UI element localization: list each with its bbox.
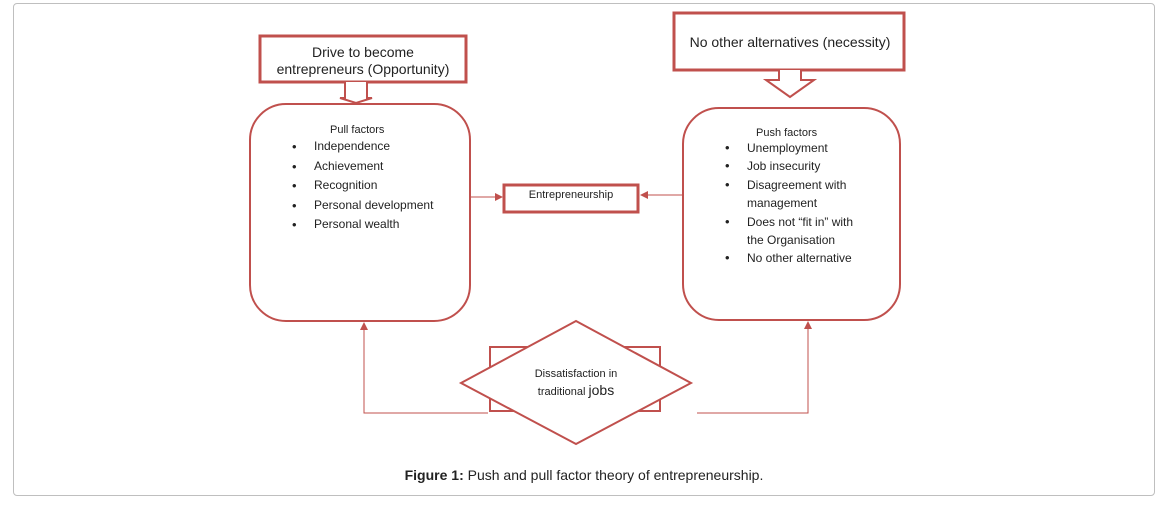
drive-down-arrow	[339, 82, 373, 105]
list-item-continuation: the Organisation	[747, 233, 836, 248]
pull-factors-title: Pull factors	[330, 124, 385, 136]
figure-frame	[13, 3, 1155, 496]
list-item-continuation: management	[747, 196, 818, 211]
list-item: Independence	[288, 137, 478, 157]
dissatisfaction-line-2a: traditional	[537, 386, 589, 398]
dissatisfaction-line-2b: jobs	[588, 382, 615, 398]
dissatisfaction-diamond	[458, 319, 694, 446]
caption-label: Figure 1:	[404, 467, 464, 483]
caption-text: Push and pull factor theory of entrepren…	[463, 467, 764, 483]
drive-box-line-1: Drive to become	[312, 44, 414, 60]
dissatisfaction-line-1: Dissatisfaction in	[534, 368, 618, 380]
push-factors-list: Unemployment Job insecurity Disagreement…	[721, 139, 881, 268]
drive-box-line-2: entrepreneurs (Opportunity)	[276, 61, 450, 77]
dissatisfaction-line-2: traditional jobs	[508, 382, 644, 400]
drive-box-label: Drive to become entrepreneurs (Opportuni…	[262, 44, 464, 78]
necessity-box-label: No other alternatives (necessity)	[689, 34, 891, 50]
list-item: Personal development	[288, 196, 478, 216]
diamond-to-pull-arrow	[360, 322, 488, 414]
pull-factors-list: Independence Achievement Recognition Per…	[288, 137, 478, 235]
diamond-to-push-arrow	[697, 321, 812, 414]
entrepreneurship-label: Entrepreneurship	[528, 189, 614, 201]
list-item: Unemployment	[721, 139, 881, 158]
entrepreneurship-box	[502, 183, 640, 214]
list-item: Job insecurity	[721, 157, 881, 176]
list-item: Disagreement with	[721, 176, 881, 195]
list-item: Achievement	[288, 157, 478, 177]
list-item: No other alternative	[721, 249, 881, 268]
list-item: Does not “fit in” with	[721, 213, 881, 232]
necessity-down-arrow	[762, 70, 818, 99]
list-item: Recognition	[288, 176, 478, 196]
dissatisfaction-label: Dissatisfaction in traditional jobs	[508, 366, 644, 400]
figure-caption: Figure 1: Push and pull factor theory of…	[13, 467, 1155, 484]
push-factors-title: Push factors	[756, 127, 818, 139]
list-item: Personal wealth	[288, 215, 478, 235]
